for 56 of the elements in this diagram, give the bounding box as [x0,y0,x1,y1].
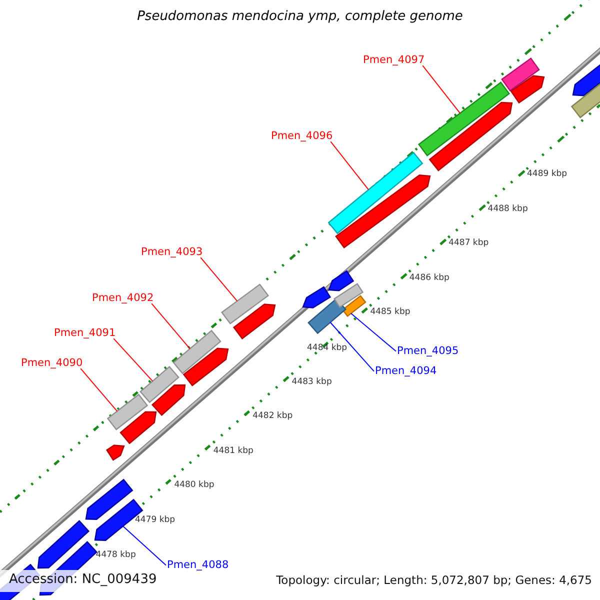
scale-label: 4482 kbp [252,411,293,422]
gene-block [172,330,222,374]
leader-line [80,368,118,412]
gene-label: Pmen_4093 [141,246,203,259]
gene-block [328,152,424,234]
gene-block [342,294,366,318]
gene-block [308,298,346,334]
gene-label: Pmen_4088 [167,559,229,572]
gene-label: Pmen_4092 [92,292,154,305]
leader-line [330,141,369,190]
scale-label: 4485 kbp [370,307,410,318]
gene-label: Pmen_4094 [375,365,437,378]
gene-block [501,57,540,92]
title: Pseudomonas mendocina ymp, complete genome [137,9,463,24]
scale-label: 4489 kbp [527,169,568,180]
gene-block [570,82,600,118]
gene-feature [335,174,431,248]
scale-label: 4481 kbp [213,446,254,456]
scale-label: 4488 kbp [488,204,528,214]
leader-line [350,312,396,352]
scale-label: 4479 kbp [135,515,176,526]
gene-feature [37,520,90,569]
gene-feature [120,411,157,444]
gene-feature [510,75,545,104]
gene-label: Pmen_4095 [397,345,459,358]
gene-feature [182,348,229,386]
gene-block [418,82,510,156]
gene-label: Pmen_4090 [21,357,83,370]
leader-line [113,338,154,382]
leader-line [200,257,238,302]
gene-label: Pmen_4097 [363,54,425,67]
gene-block [106,394,148,430]
leader-line [422,65,460,114]
leader-line [122,526,166,566]
gene-block [140,366,180,404]
gene-feature [572,64,600,96]
leader-line [330,322,374,372]
gene-feature [328,270,354,292]
genome-info: Topology: circular; Length: 5,072,807 bp; Genes: 4,675 [276,574,592,588]
gene-feature [85,478,134,520]
scale-label: 4483 kbp [292,376,332,387]
gene-feature [302,286,332,308]
scale-label: 4480 kbp [174,480,214,491]
scale-label: 4478 kbp [96,550,136,560]
gene-block [333,282,364,308]
gene-feature [428,102,513,172]
gene-label: Pmen_4096 [271,130,333,143]
scale-label: 4487 kbp [448,238,489,248]
gene-feature [151,384,186,416]
gene-feature [106,444,125,461]
scale-label: 4486 kbp [409,272,450,283]
gene-block [220,284,270,324]
gene-label: Pmen_4091 [54,327,116,340]
leader-line [151,303,190,350]
scale-label: 4484 kbp [307,343,348,354]
gene-feature [232,304,276,340]
